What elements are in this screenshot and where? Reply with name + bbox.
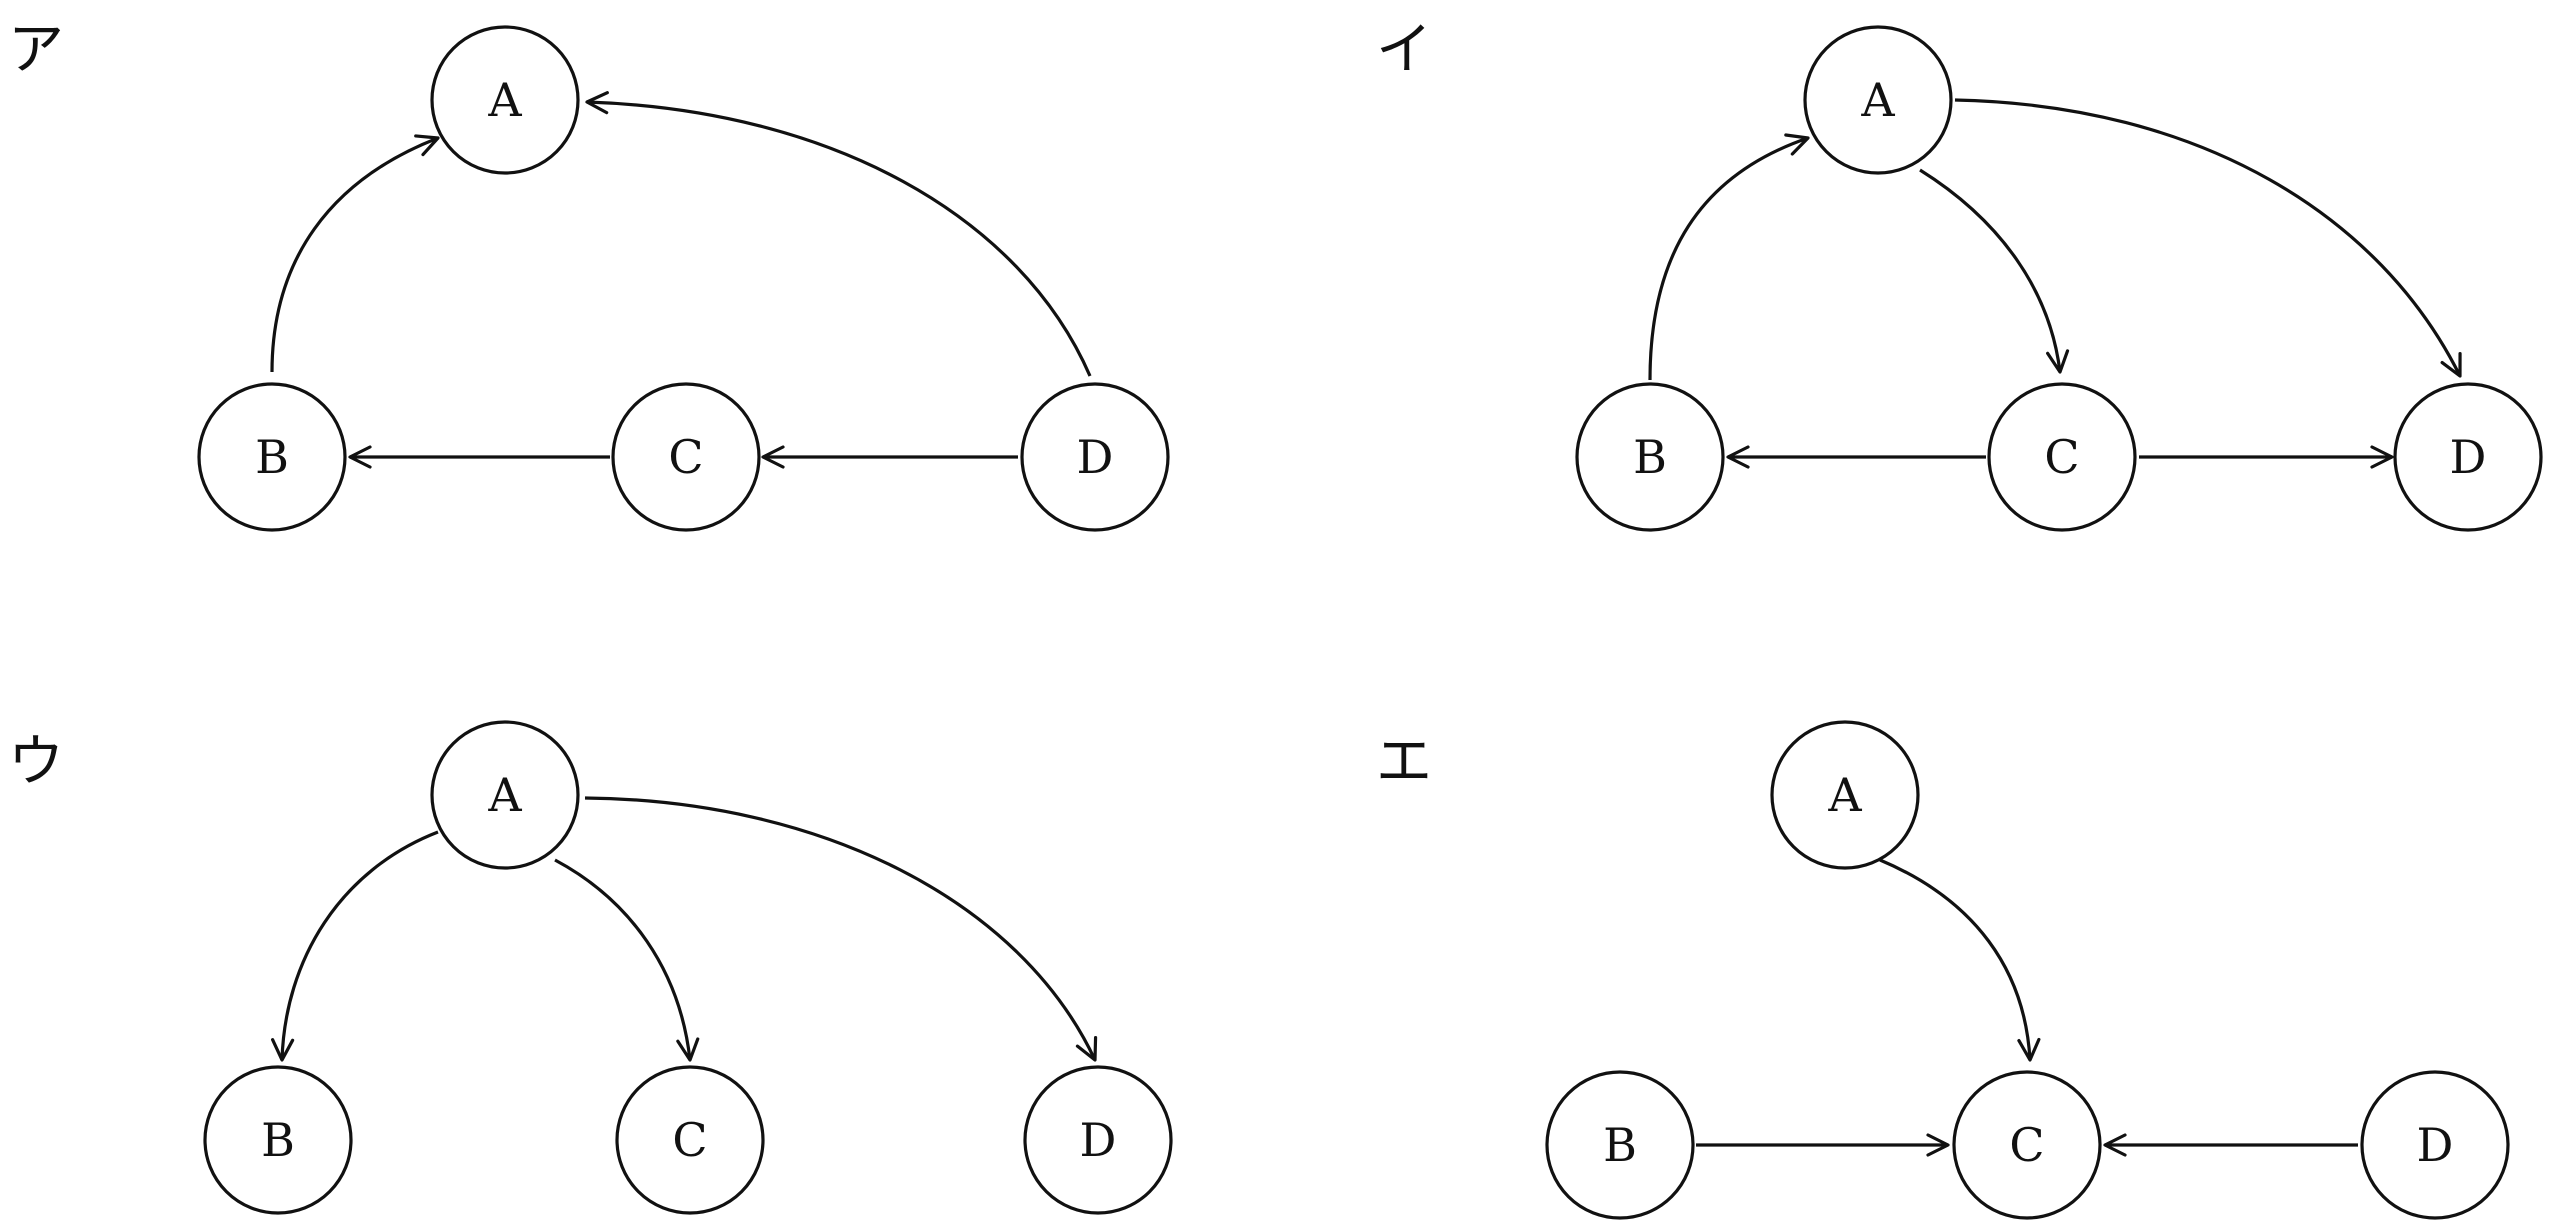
edges (270, 91, 1092, 469)
node-label: A (1827, 768, 1862, 822)
node-label: C (672, 1113, 707, 1167)
node-label: A (487, 768, 522, 822)
graph-node: B (1575, 382, 1725, 532)
edges (1696, 858, 2358, 1157)
panel-label: ア (8, 18, 64, 83)
panel-a: ア A B C D (8, 18, 1170, 532)
edges (271, 796, 1098, 1062)
edge-b-to-a (270, 134, 440, 373)
node-label: D (1080, 1113, 1117, 1167)
node-label: A (1860, 73, 1895, 127)
graph-node: A (1803, 25, 1953, 175)
panel-label: エ (1376, 730, 1432, 795)
edge-b-to-a (1648, 133, 1810, 381)
graph-node: B (203, 1065, 353, 1215)
graph-node: D (2360, 1070, 2510, 1220)
graph-node: C (1952, 1070, 2102, 1220)
node-label: D (1077, 430, 1114, 484)
graph-node: B (1545, 1070, 1695, 1220)
node-label: D (2450, 430, 2487, 484)
node-label: B (261, 1113, 295, 1167)
edge-a-to-d (1954, 98, 2462, 378)
graph-node: D (2393, 382, 2543, 532)
node-label: C (2009, 1118, 2044, 1172)
node-label: B (1603, 1118, 1637, 1172)
node-label: D (2417, 1118, 2454, 1172)
node-label: B (1633, 430, 1667, 484)
edge-a-to-d (584, 796, 1098, 1062)
graph-node: D (1023, 1065, 1173, 1215)
panel-u: ウ A B C D (8, 720, 1173, 1215)
panel-label: イ (1376, 18, 1432, 83)
edge-d-to-a (585, 91, 1092, 377)
panel-e: エ A B C D (1376, 720, 2510, 1220)
panel-label: ウ (8, 730, 64, 795)
node-label: A (487, 73, 522, 127)
graph-node: A (430, 25, 580, 175)
graph-node: C (1987, 382, 2137, 532)
edge-a-to-c (1879, 858, 2041, 1062)
graph-node: B (197, 382, 347, 532)
graph-node: D (1020, 382, 1170, 532)
edges (1648, 98, 2462, 469)
edge-a-to-c (554, 858, 700, 1062)
graph-node: C (611, 382, 761, 532)
node-label: C (668, 430, 703, 484)
node-label: B (255, 430, 289, 484)
edge-a-to-b (271, 830, 439, 1062)
graph-node: A (430, 720, 580, 870)
graph-node: A (1770, 720, 1920, 870)
graph-node: C (615, 1065, 765, 1215)
node-label: C (2044, 430, 2079, 484)
panel-i: イ A B C D (1376, 18, 2543, 532)
edge-a-to-c (1919, 168, 2070, 374)
